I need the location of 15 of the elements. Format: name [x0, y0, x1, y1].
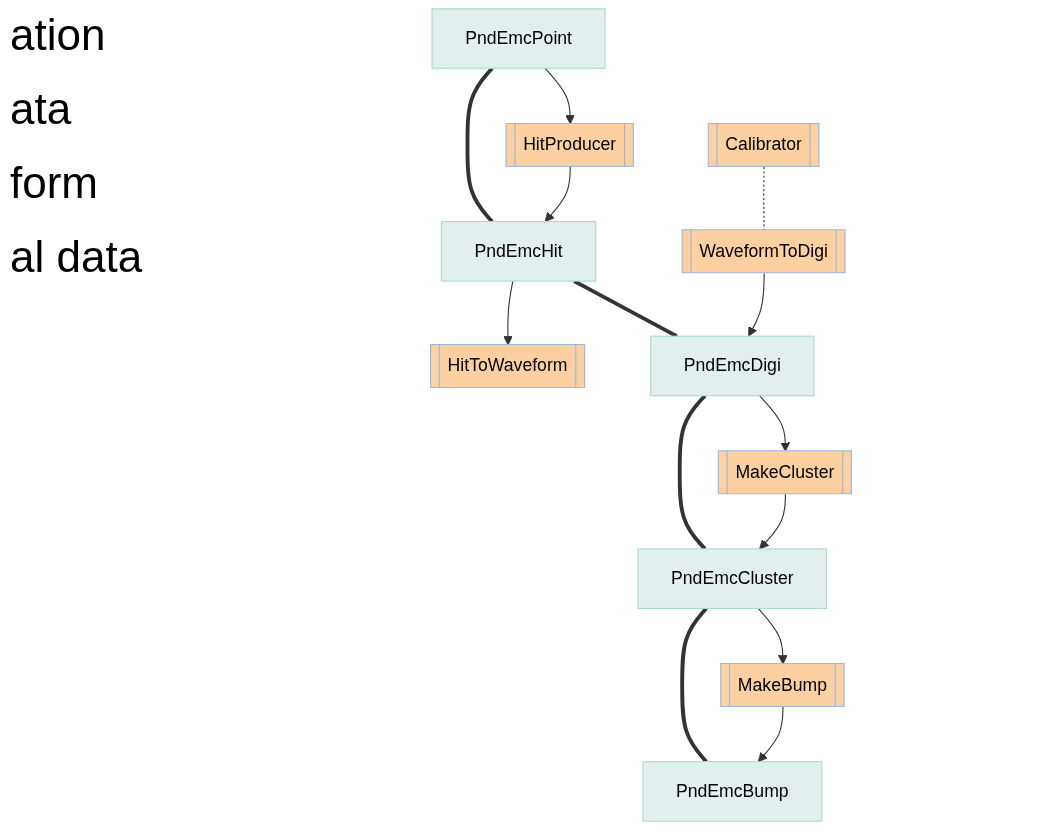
- arrow: [544, 166, 571, 222]
- slide-text: ata: [10, 84, 73, 134]
- node-box: PndEmcCluster: [637, 548, 828, 609]
- slide-text: form: [10, 158, 99, 208]
- slide-text: al data: [10, 232, 144, 282]
- slide-text: ation: [10, 10, 107, 60]
- node-box: PndEmcHit: [440, 221, 597, 282]
- node-box: PndEmcPoint: [431, 8, 606, 69]
- arrow: [748, 272, 765, 337]
- arrow: [759, 493, 786, 550]
- connector: [465, 67, 494, 223]
- connector: [680, 607, 708, 763]
- arrow: [757, 706, 784, 763]
- node-box: PndEmcDigi: [650, 335, 815, 397]
- node-box: PndEmcBump: [642, 761, 823, 822]
